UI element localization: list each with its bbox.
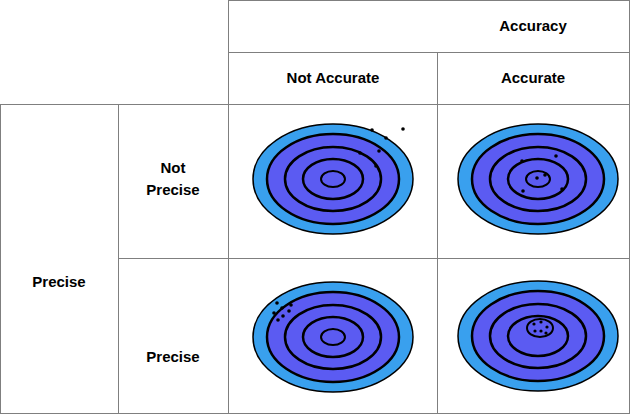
column-group-header: Accuracy — [499, 15, 567, 37]
grid-line — [437, 52, 438, 414]
grid-line — [118, 258, 630, 259]
shot-dot — [276, 318, 280, 322]
target-bullseye — [526, 171, 550, 187]
target — [253, 282, 413, 392]
column-header: Not Accurate — [287, 67, 380, 89]
shot-dots — [272, 301, 293, 322]
shot-dot — [532, 322, 535, 325]
shot-dot — [370, 128, 374, 132]
target-ring — [285, 147, 381, 211]
target-bullseye — [527, 319, 553, 337]
target — [458, 124, 618, 234]
shot-dots — [520, 154, 564, 193]
target-ring — [303, 317, 363, 357]
grid-line — [629, 0, 630, 414]
target-ring — [267, 292, 399, 382]
grid-line — [228, 0, 229, 414]
shot-dot — [520, 159, 524, 163]
shot-dot — [358, 151, 362, 155]
target-ring — [285, 305, 381, 369]
target-ring — [253, 282, 413, 392]
target-ring — [458, 124, 618, 234]
target-bullseye — [321, 329, 345, 345]
target-ring — [508, 316, 568, 356]
shot-dot — [272, 311, 276, 315]
row-header: Not Precise — [133, 157, 213, 201]
shot-dot — [384, 136, 388, 140]
shot-dot — [281, 314, 285, 318]
shot-dot — [544, 331, 547, 334]
target-ring — [458, 281, 618, 391]
shot-dot — [374, 164, 378, 168]
shot-dot — [535, 176, 539, 180]
target-ring — [508, 159, 568, 199]
target — [458, 281, 618, 391]
shot-dot — [401, 127, 405, 131]
target-ring — [303, 159, 363, 199]
grid-line — [0, 104, 1, 414]
shot-dot — [545, 325, 548, 328]
grid-line — [0, 413, 630, 414]
target-ring — [267, 134, 399, 224]
shot-dot — [554, 154, 558, 158]
shot-dot — [521, 189, 525, 193]
shot-dot — [289, 303, 293, 307]
shot-dot — [539, 320, 542, 323]
target-bullseye — [321, 171, 345, 187]
target-ring — [490, 147, 586, 211]
grid-line — [0, 104, 630, 105]
target — [253, 124, 413, 234]
shot-dot — [533, 329, 536, 332]
shot-dot — [560, 187, 564, 191]
shot-dots — [532, 320, 548, 334]
target-ring — [490, 304, 586, 368]
shot-dot — [275, 301, 279, 305]
target-ring — [253, 124, 413, 234]
shot-dot — [280, 306, 284, 310]
row-group-header: Precise — [32, 271, 85, 293]
shot-dot — [539, 329, 542, 332]
row-header: Precise — [146, 346, 199, 368]
shot-dot — [543, 173, 547, 177]
grid-line — [228, 52, 630, 53]
shot-dot — [287, 309, 291, 313]
column-header: Accurate — [501, 67, 565, 89]
shot-dots — [358, 127, 405, 168]
target-ring — [472, 291, 604, 381]
shot-dot — [377, 149, 381, 153]
grid-line — [228, 0, 630, 1]
target-ring — [472, 134, 604, 224]
